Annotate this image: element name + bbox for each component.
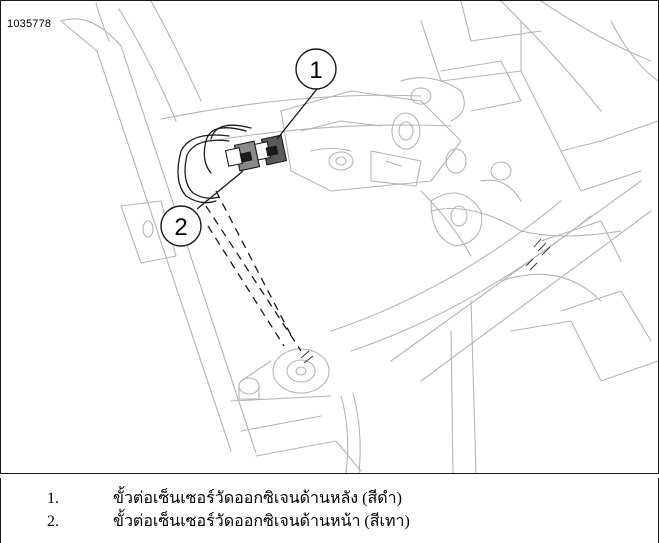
legend-item-number: 2. bbox=[47, 513, 59, 530]
callout-2-circle bbox=[160, 205, 202, 247]
callout-2-number: 2 bbox=[174, 214, 187, 241]
legend-item-text: ขั้วต่อเซ็นเซอร์วัดออกซิเจนด้านหน้า (สีเ… bbox=[113, 513, 410, 530]
legend-item: 1. ขั้วต่อเซ็นเซอร์วัดออกซิเจนด้านหลัง (ส… bbox=[47, 486, 402, 511]
connector-front-gray bbox=[224, 140, 261, 172]
connector-rear-black bbox=[252, 134, 288, 166]
diagram-frame: 1035778 bbox=[0, 0, 659, 474]
frame-line-art bbox=[60, 1, 658, 473]
sensor-wires bbox=[177, 124, 252, 204]
harness-routing-dashes bbox=[205, 190, 302, 352]
shaded-detail-lines bbox=[300, 238, 551, 364]
callout-1-number: 1 bbox=[309, 57, 322, 84]
callout-1-leader bbox=[276, 88, 318, 140]
callout-2: 2 bbox=[160, 170, 244, 247]
callout-2-leader bbox=[196, 170, 244, 210]
legend-item: 2. ขั้วต่อเซ็นเซอร์วัดออกซิเจนด้านหน้า (ส… bbox=[47, 509, 410, 534]
motorcycle-frame-illustration: 1 2 bbox=[60, 1, 658, 473]
callout-legend: 1. ขั้วต่อเซ็นเซอร์วัดออกซิเจนด้านหลัง (ส… bbox=[0, 478, 659, 543]
callout-1: 1 bbox=[276, 48, 337, 140]
figure-id: 1035778 bbox=[7, 18, 52, 30]
legend-item-text: ขั้วต่อเซ็นเซอร์วัดออกซิเจนด้านหลัง (สีด… bbox=[113, 490, 402, 507]
legend-item-number: 1. bbox=[47, 490, 59, 507]
callout-1-circle bbox=[295, 48, 337, 90]
